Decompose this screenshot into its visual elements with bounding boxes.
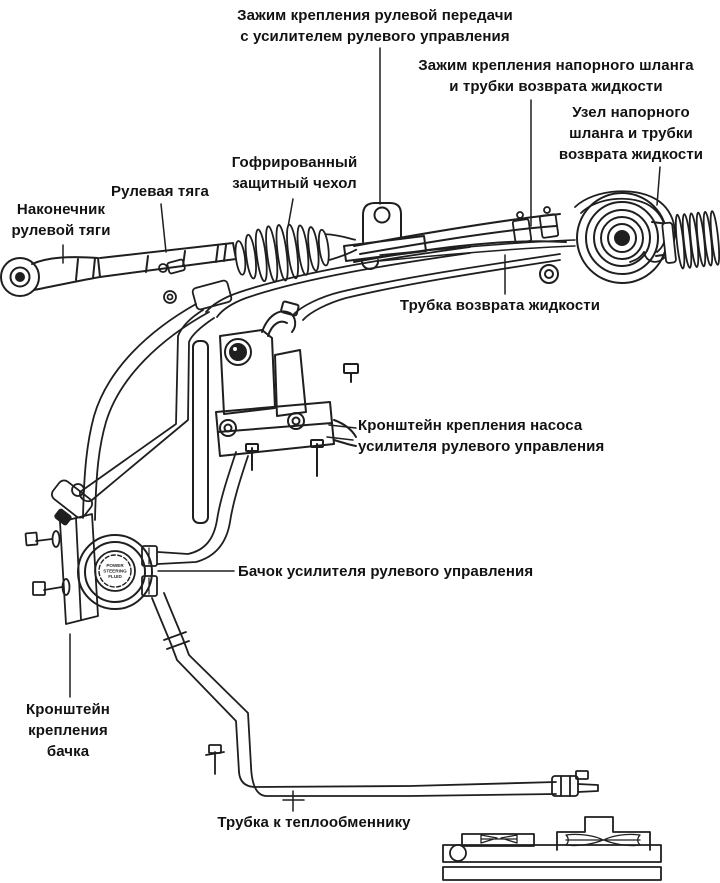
label-pressure-hose-assembly: Узел напорного шланга и трубки возврата … (558, 104, 704, 163)
label-tie-rod: Рулевая тяга (111, 183, 209, 200)
tie-rod-end-part (0, 256, 101, 297)
label-boot: Гофрированный защитный чехол (231, 154, 358, 192)
pump-bracket-part (215, 401, 357, 477)
leader-hose-assembly (656, 166, 661, 206)
tie-rod-part (99, 242, 237, 278)
boot-part (234, 223, 358, 283)
steering-gear-part (539, 192, 668, 284)
rack-clamp-part (343, 202, 427, 271)
label-tie-rod-end: Наконечник рулевой тяги (11, 201, 111, 239)
label-return-tube: Трубка возврата жидкости (399, 297, 601, 314)
hose-fitting-part (158, 258, 233, 311)
label-heat-exchanger-tube: Трубка к теплообменнику (217, 814, 411, 831)
leader-heat-tube (282, 790, 305, 812)
pump-drain-tube-part (50, 309, 215, 526)
reservoir-cap-text-3: FLUID (108, 574, 122, 579)
reservoir-cap-text-1: POWER (106, 563, 124, 568)
right-boot-part (661, 210, 720, 270)
label-reservoir: Бачок усилителя рулевого управления (238, 563, 534, 580)
leader-boot (287, 198, 294, 228)
leader-lines (62, 47, 661, 812)
reservoir-bracket-part (24, 513, 99, 625)
left-hose-part (82, 303, 210, 521)
cooler-hose-part (151, 592, 599, 797)
leader-tie-rod (160, 203, 167, 253)
pump-part (192, 300, 359, 524)
label-pump-bracket: Кронштейн крепления насоса усилителя рул… (358, 417, 605, 455)
leader-pump-bracket (326, 424, 357, 441)
reservoir-inlet-hose-part (157, 451, 249, 565)
label-reservoir-bracket: Кронштейн крепления бачка (26, 701, 110, 760)
label-clamp-steering-gear: Зажим крепления рулевой передачи с усили… (237, 7, 513, 45)
reservoir-part: POWER STEERING FLUID (77, 534, 158, 610)
reservoir-cap-text-2: STEERING (103, 569, 127, 574)
label-clamp-pressure-hose: Зажим крепления напорного шланга и трубк… (418, 57, 694, 95)
heat-exchanger-part (442, 816, 662, 881)
rack-to-pump-hoses-part (205, 246, 561, 321)
hose-clamps-part (511, 206, 560, 244)
